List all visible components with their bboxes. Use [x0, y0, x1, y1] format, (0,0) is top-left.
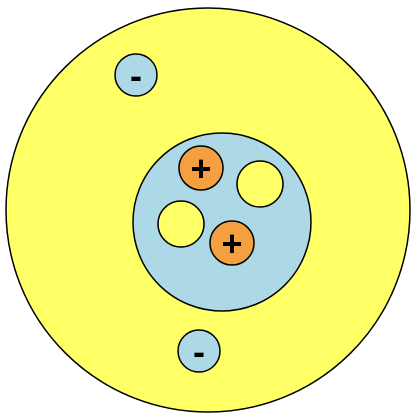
proton-charge-label: + — [190, 148, 211, 189]
proton: + — [210, 221, 254, 265]
electron-charge-label: - — [193, 331, 205, 372]
neutron — [158, 201, 204, 247]
electron: - — [115, 54, 157, 96]
electron: - — [178, 330, 220, 372]
proton: + — [179, 146, 223, 190]
proton-charge-label: + — [221, 223, 242, 264]
electron-charge-label: - — [130, 55, 142, 96]
neutron — [237, 161, 283, 207]
